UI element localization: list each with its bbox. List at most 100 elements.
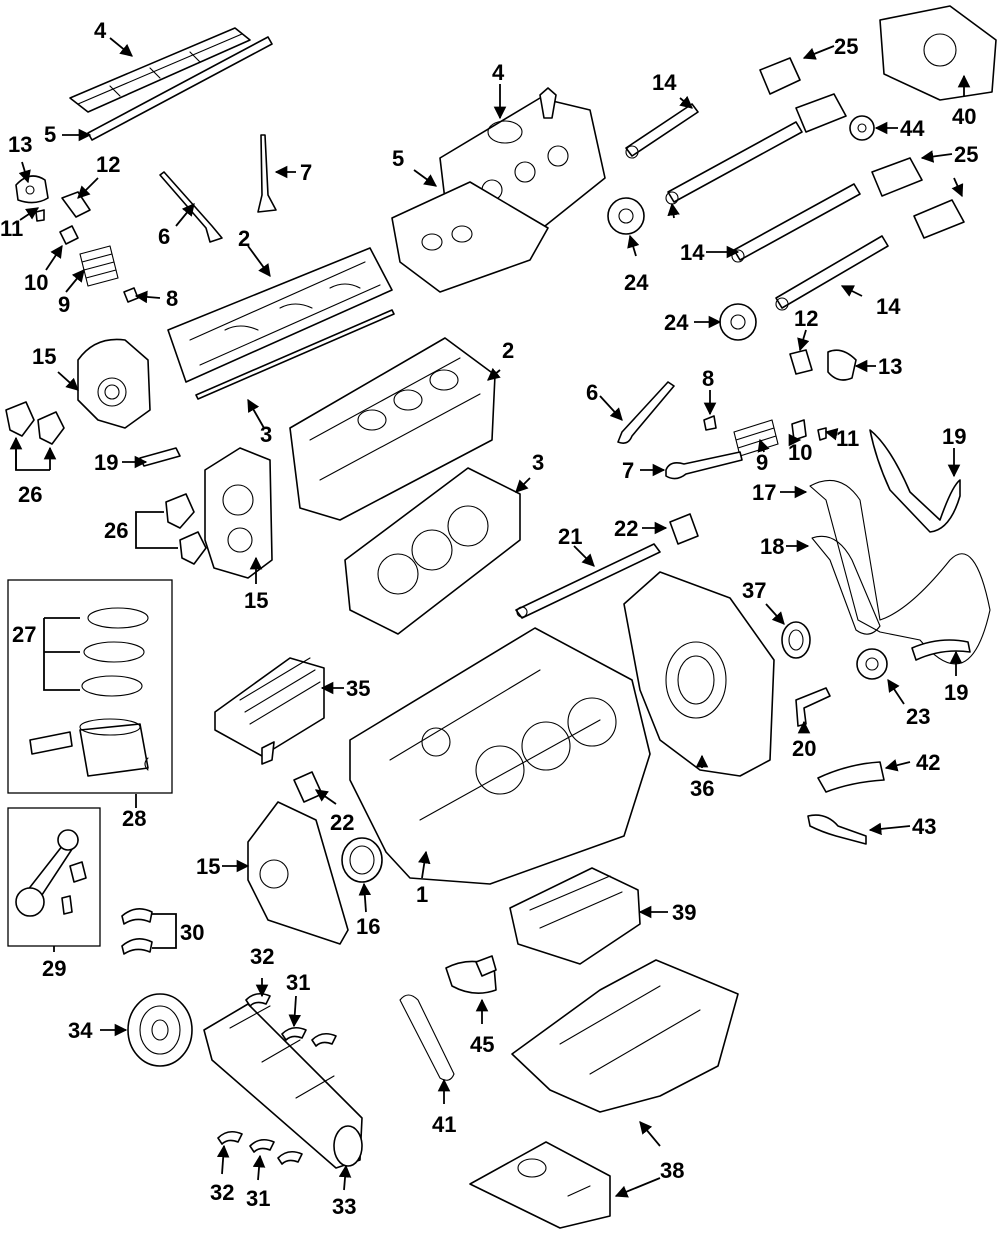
rocker-arm-left: [15, 175, 49, 204]
callout-7: 7: [300, 160, 312, 185]
oil-baffle: [509, 867, 641, 965]
main-bearing-31-lower: [249, 1138, 303, 1165]
callout-31: 31: [246, 1186, 270, 1211]
main-bearing-32-upper: [245, 992, 271, 1007]
cam-solenoid-1: [759, 57, 801, 95]
callout-labels: 4 5 13 12 11 10 9 8 6 7 2 15 3 19 26 26 …: [0, 18, 978, 1219]
valve-seal-left: [123, 287, 139, 303]
balance-shaft: [515, 543, 661, 619]
camshaft-1: [625, 103, 699, 159]
timing-chain-guide-small-left: [139, 447, 181, 467]
cam-solenoid-4: [913, 199, 965, 239]
timing-chain-18: [811, 535, 881, 635]
oil-pan-lower: [469, 1141, 611, 1229]
camshaft-3: [731, 183, 861, 263]
callout-2: 2: [502, 338, 514, 363]
connecting-rod-group: [7, 807, 101, 947]
callout-21: 21: [558, 524, 582, 549]
cam-solenoid-3: [871, 157, 923, 197]
chain-guide-42: [817, 761, 885, 793]
callout-25: 25: [954, 142, 978, 167]
callout-6: 6: [158, 224, 170, 249]
long-gasket-strip-left: [195, 309, 395, 400]
oil-pan-upper: [511, 959, 739, 1113]
callout-30: 30: [180, 920, 204, 945]
valve-spring-left: [79, 245, 119, 287]
position-sensor: [795, 687, 831, 727]
timing-cover-lower: [247, 801, 349, 945]
cylinder-head-cover-upper: [69, 27, 251, 113]
callout-9: 9: [58, 292, 70, 317]
main-bearing-31-upper: [281, 1026, 337, 1047]
callout-10: 10: [788, 440, 812, 465]
crank-sprocket: [856, 648, 888, 680]
callout-14: 14: [876, 294, 901, 319]
callout-15: 15: [196, 854, 220, 879]
callout-16: 16: [356, 914, 380, 939]
callout-18: 18: [760, 534, 784, 559]
callout-37: 37: [742, 578, 766, 603]
head-gasket-right: [344, 467, 521, 635]
callout-23: 23: [906, 704, 930, 729]
callout-24: 24: [624, 270, 649, 295]
callout-33: 33: [332, 1194, 356, 1219]
hydraulic-lifter-right: [789, 349, 813, 375]
camshaft-2: [665, 121, 803, 205]
callout-3: 3: [260, 422, 272, 447]
exhaust-valve-upper: [257, 134, 277, 213]
callout-8: 8: [702, 366, 714, 391]
callout-10: 10: [24, 270, 48, 295]
callout-8: 8: [166, 286, 178, 311]
hydraulic-lifter-left: [61, 191, 91, 218]
valve-keeper-right: [817, 427, 827, 441]
callout-14: 14: [680, 240, 705, 265]
callout-7: 7: [622, 458, 634, 483]
rod-bearing-pair: [121, 908, 153, 955]
callout-43: 43: [912, 814, 936, 839]
callout-9: 9: [756, 450, 768, 475]
callout-42: 42: [916, 750, 940, 775]
callout-34: 34: [68, 1018, 93, 1043]
callout-31: 31: [286, 970, 310, 995]
bushing-upper: [669, 513, 699, 545]
aux-belt: [399, 994, 455, 1081]
rear-seal-ring: [781, 621, 811, 659]
callout-13: 13: [8, 132, 32, 157]
callout-29: 29: [42, 956, 66, 981]
valve-seal-right: [703, 415, 717, 431]
callout-35: 35: [346, 676, 370, 701]
bushing-lower: [293, 771, 323, 803]
cam-phaser-lower: [719, 303, 757, 341]
callout-20: 20: [792, 736, 816, 761]
mount-bracket-pair-upper: [5, 401, 65, 445]
chain-tensioner-19-upper: [869, 429, 961, 533]
callout-40: 40: [952, 104, 976, 129]
callout-44: 44: [900, 116, 925, 141]
timing-case-pump-middle: [204, 447, 273, 579]
callout-4: 4: [492, 60, 505, 85]
callout-26: 26: [104, 518, 128, 543]
callout-27: 27: [12, 622, 36, 647]
callout-4: 4: [94, 18, 107, 43]
vvt-solenoid-housing-upper: [77, 338, 151, 429]
callout-36: 36: [690, 776, 714, 801]
callout-12: 12: [96, 152, 120, 177]
valve-cover-gasket-right: [391, 181, 549, 293]
callout-39: 39: [672, 900, 696, 925]
valve-retainer-right: [791, 419, 807, 441]
rear-main-seal-housing: [623, 571, 775, 777]
valve-retainer-left: [59, 225, 79, 245]
callout-2: 2: [238, 226, 250, 251]
callout-24: 24: [664, 310, 689, 335]
cam-solenoid-2: [795, 93, 847, 133]
callout-25: 25: [834, 34, 858, 59]
callout-26: 26: [18, 482, 42, 507]
callout-14: 14: [652, 70, 677, 95]
valve-keeper-left: [35, 209, 45, 222]
callout-3: 3: [532, 450, 544, 475]
drive-gear-small: [849, 115, 875, 141]
callout-22: 22: [614, 516, 638, 541]
callout-45: 45: [470, 1032, 494, 1057]
callout-28: 28: [122, 806, 146, 831]
